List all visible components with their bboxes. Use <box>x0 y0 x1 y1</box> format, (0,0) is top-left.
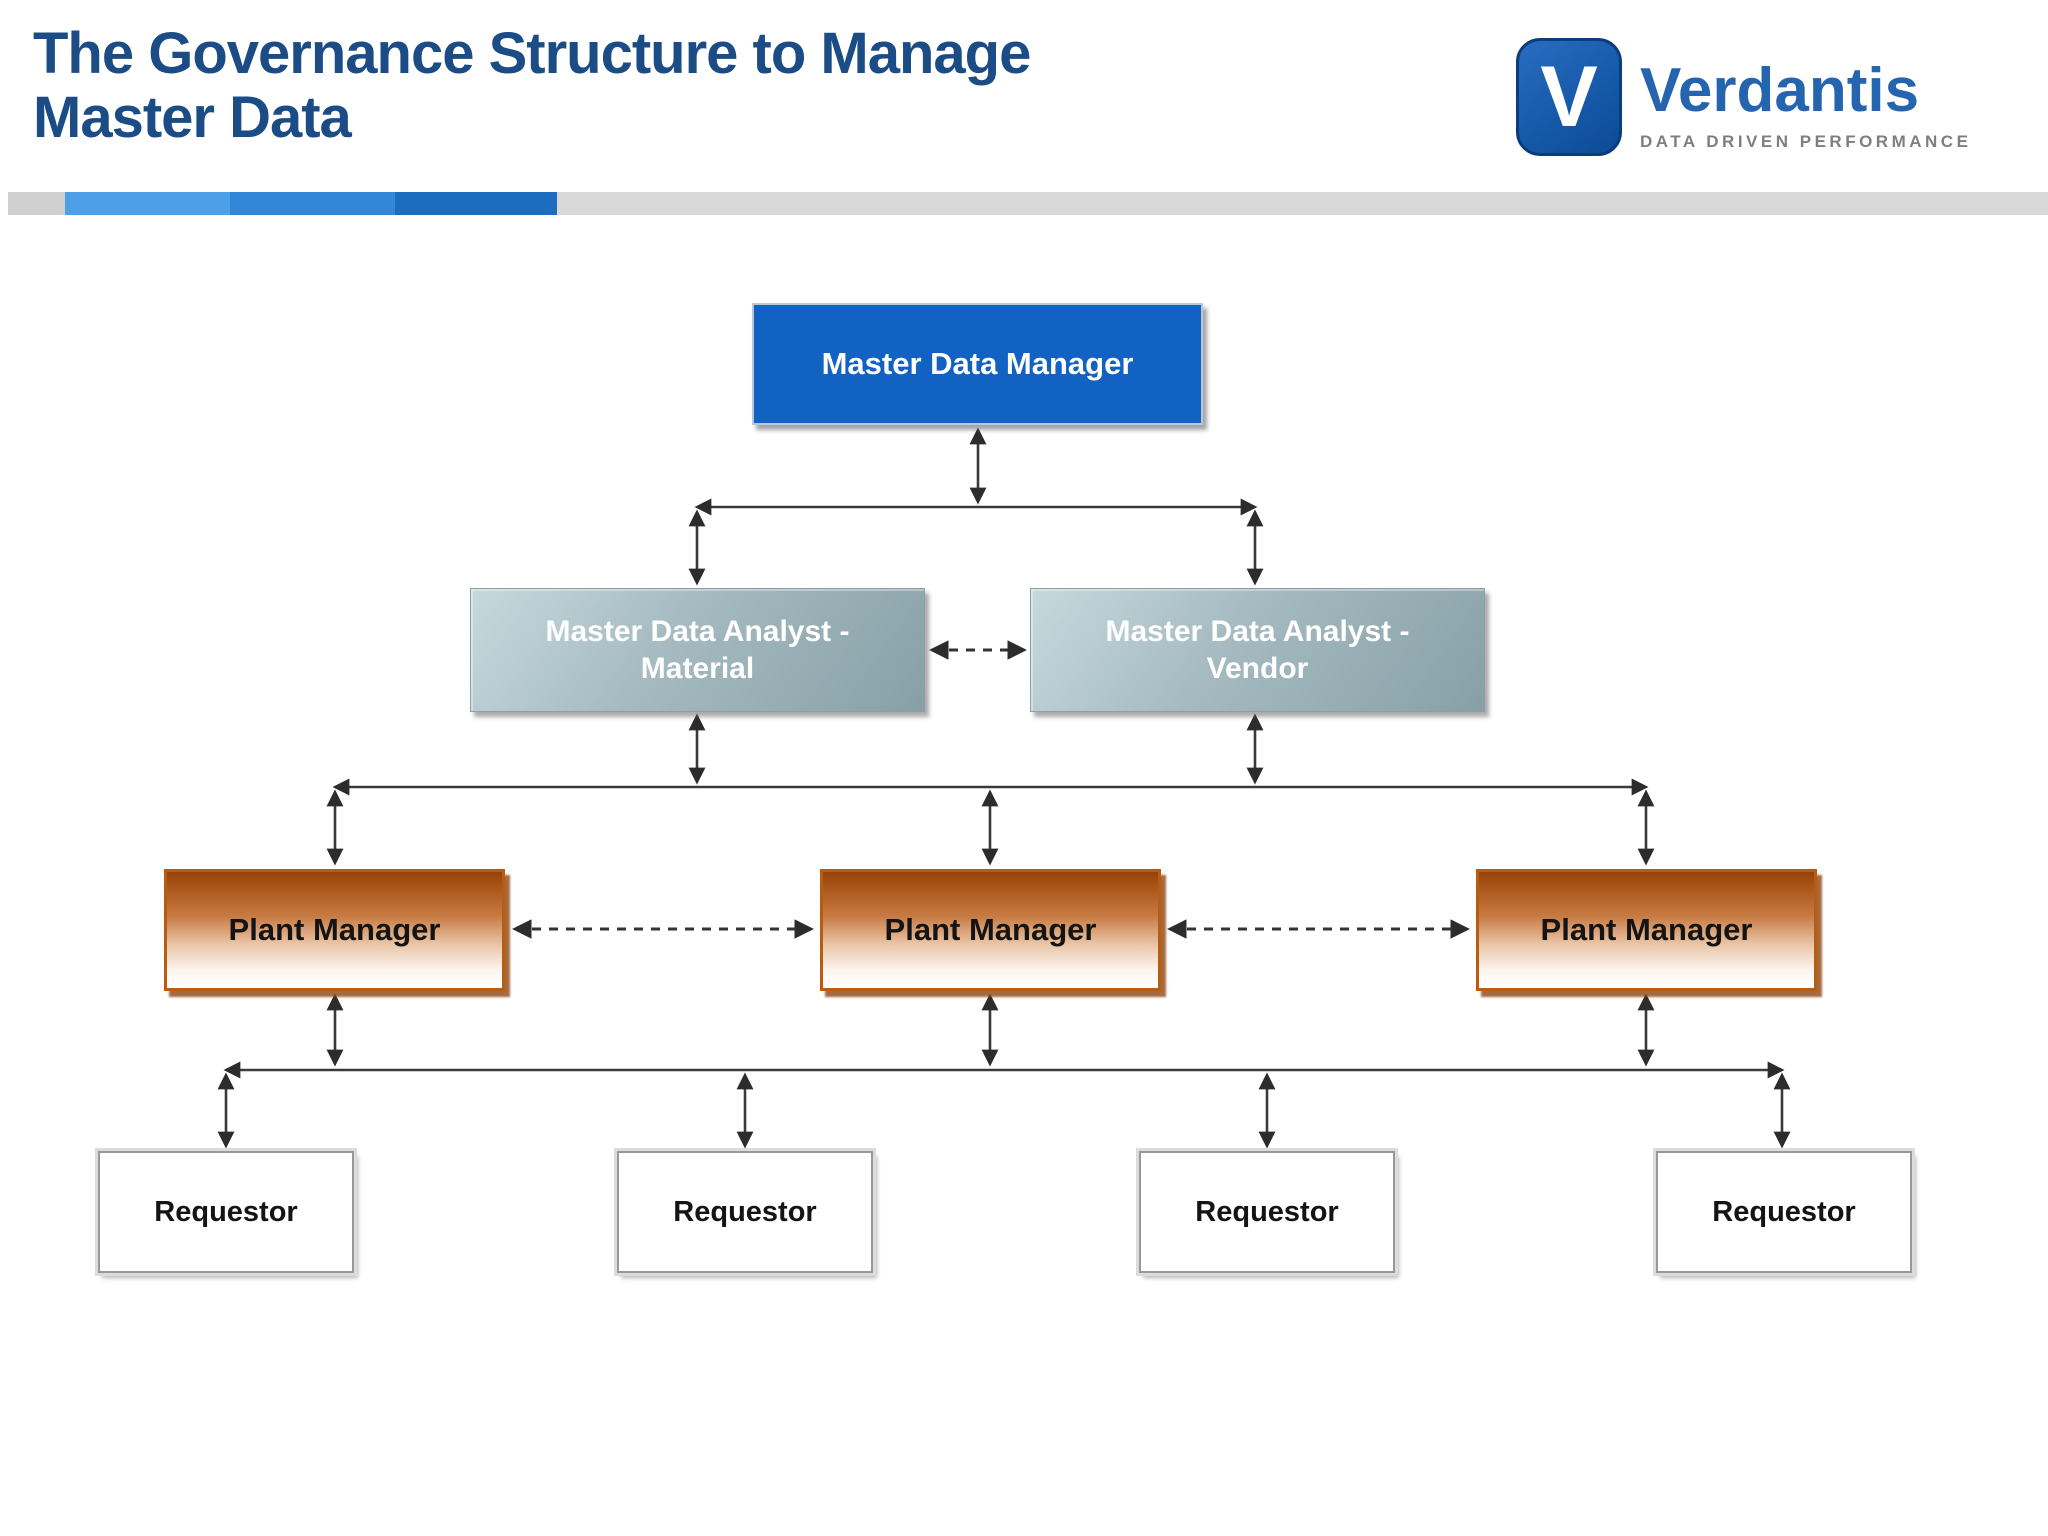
page-title-line2: Master Data <box>33 84 352 150</box>
accent-bar-segment-tail <box>557 192 2048 215</box>
page-title-line1: The Governance Structure to Manage <box>33 21 1031 86</box>
verdantis-logo: V Verdantis DATA DRIVEN PERFORMANCE <box>1516 38 1971 156</box>
node-master-data-manager-label: Master Data Manager <box>821 346 1134 381</box>
accent-bar-segment-mediumblue <box>230 192 395 215</box>
plant-manager-3-label: Plant Manager <box>1540 912 1753 947</box>
logo-text-block: Verdantis DATA DRIVEN PERFORMANCE <box>1640 38 1971 152</box>
logo-tagline: DATA DRIVEN PERFORMANCE <box>1640 132 1972 151</box>
requestor-3-label: Requestor <box>1195 1195 1339 1228</box>
node-requestor-4: Requestor <box>1656 1151 1912 1273</box>
accent-bar-segment-darkblue <box>395 192 557 215</box>
node-requestor-2: Requestor <box>617 1151 873 1273</box>
analyst-vendor-label-line2: Vendor <box>1206 652 1309 685</box>
logo-name: Verdantis <box>1640 56 1920 125</box>
accent-bar-segment-lightblue <box>65 192 230 215</box>
node-requestor-3: Requestor <box>1139 1151 1395 1273</box>
node-requestor-1: Requestor <box>98 1151 354 1273</box>
accent-bar-segment-gray <box>8 192 65 215</box>
node-plant-manager-1: Plant Manager <box>164 869 505 991</box>
analyst-vendor-label-line1: Master Data Analyst - <box>1105 614 1410 648</box>
plant-manager-1-label: Plant Manager <box>228 912 441 947</box>
requestor-1-label: Requestor <box>154 1195 298 1228</box>
verdantis-logo-icon: V <box>1516 38 1622 156</box>
node-master-data-analyst-vendor: Master Data Analyst - Vendor <box>1030 588 1485 712</box>
node-master-data-manager: Master Data Manager <box>752 303 1203 425</box>
page-title: The Governance Structure to Manage Maste… <box>33 22 1183 150</box>
analyst-material-label-line2: Material <box>640 652 755 685</box>
logo-letter: V <box>1540 48 1598 145</box>
requestor-4-label: Requestor <box>1712 1195 1856 1228</box>
node-master-data-analyst-material: Master Data Analyst - Material <box>470 588 925 712</box>
analyst-material-label-line1: Master Data Analyst - <box>545 614 850 648</box>
requestor-2-label: Requestor <box>673 1195 817 1228</box>
plant-manager-2-label: Plant Manager <box>884 912 1097 947</box>
node-plant-manager-2: Plant Manager <box>820 869 1161 991</box>
node-plant-manager-3: Plant Manager <box>1476 869 1817 991</box>
